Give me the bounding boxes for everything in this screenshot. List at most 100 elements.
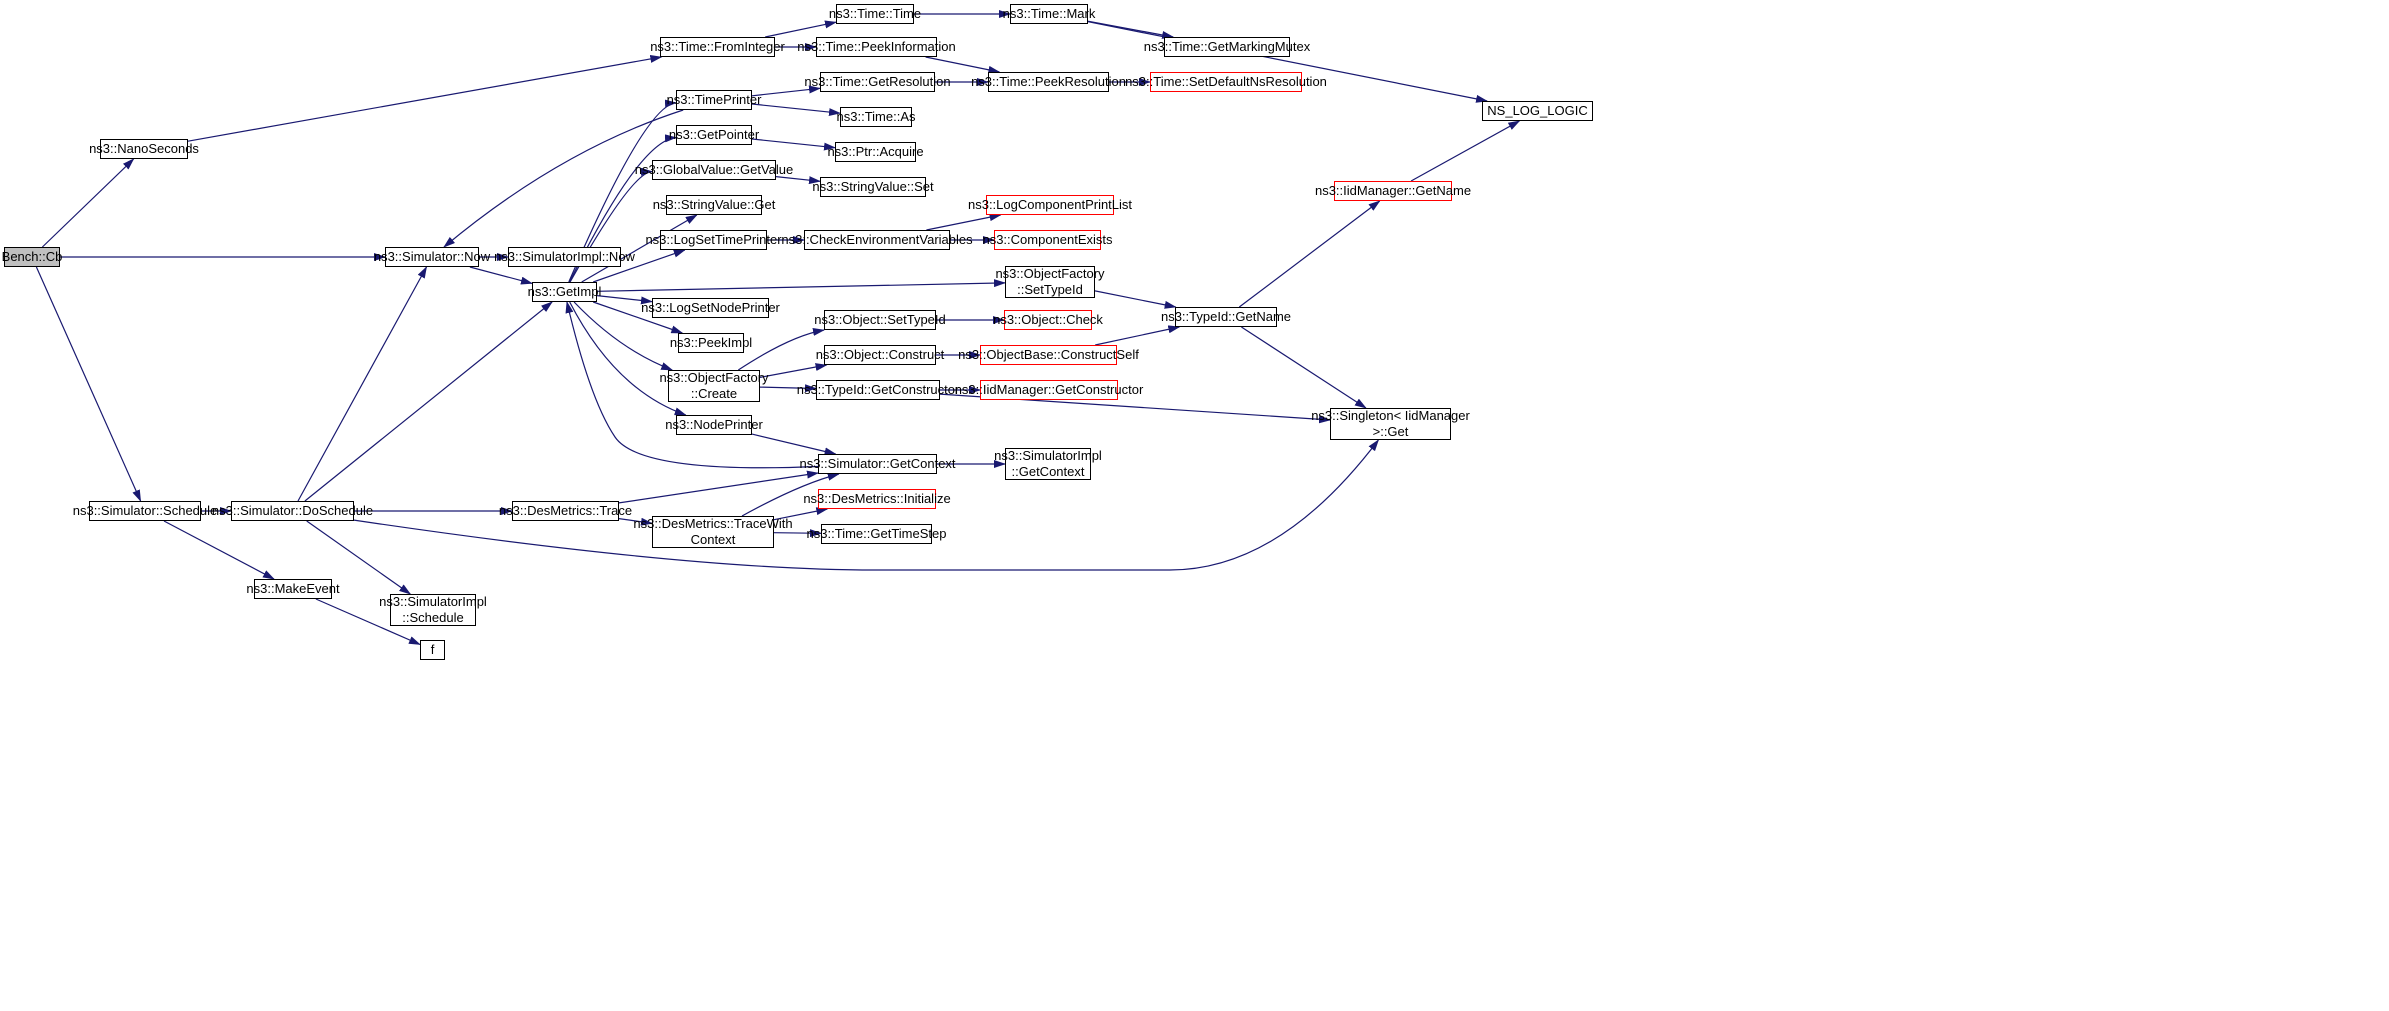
node-time-mark[interactable]: ns3::Time::Mark bbox=[1003, 4, 1095, 24]
node-label: Bench::Cb bbox=[1, 249, 63, 264]
node-timeprinter[interactable]: ns3::TimePrinter bbox=[667, 90, 761, 110]
node-label: ns3::Time::Time bbox=[828, 6, 922, 21]
node-typeid-getname[interactable]: ns3::TypeId::GetName bbox=[1161, 307, 1291, 327]
node-label: >::Get bbox=[1372, 424, 1409, 439]
node-object-check[interactable]: ns3::Object::Check bbox=[993, 310, 1103, 330]
node-time-gettimestep[interactable]: ns3::Time::GetTimeStep bbox=[807, 524, 946, 544]
edge-timeprinter-to-sim-now bbox=[443, 109, 684, 248]
edge-sim-schedule-to-makeevent bbox=[163, 520, 275, 580]
node-checkenvvars[interactable]: ns3::CheckEnvironmentVariables bbox=[781, 230, 973, 250]
node-label: ::SetTypeId bbox=[1017, 282, 1083, 297]
node-desmetrics-trace[interactable]: ns3::DesMetrics::Trace bbox=[499, 501, 632, 521]
node-logsettimeprinter[interactable]: ns3::LogSetTimePrinter bbox=[645, 230, 782, 250]
node-time-peekresolution[interactable]: ns3::Time::PeekResolution bbox=[971, 72, 1126, 92]
edge-objfactory-create-to-object-settypeid bbox=[737, 327, 825, 371]
node-logcomponentprintlist[interactable]: ns3::LogComponentPrintList bbox=[968, 195, 1132, 215]
node-nanoseconds[interactable]: ns3::NanoSeconds bbox=[89, 139, 199, 159]
node-label: ns3::ObjectFactory bbox=[659, 370, 769, 385]
edge-checkenvvars-to-logcomponentprintlist bbox=[926, 213, 1002, 231]
edge-desmetrics-tracewithcontext-to-sim-getcontext bbox=[741, 472, 840, 517]
node-componentexists[interactable]: ns3::ComponentExists bbox=[982, 230, 1113, 250]
node-ptr-acquire[interactable]: ns3::Ptr::Acquire bbox=[827, 142, 924, 162]
node-time-setdefaultnsresolution[interactable]: ns3::Time::SetDefaultNsResolution bbox=[1125, 72, 1327, 92]
node-label: ns3::SimulatorImpl::Now bbox=[494, 249, 635, 264]
node-makeevent[interactable]: ns3::MakeEvent bbox=[246, 579, 340, 599]
node-desmetrics-initialize[interactable]: ns3::DesMetrics::Initialize bbox=[803, 489, 951, 509]
edge-getimpl-to-timeprinter bbox=[568, 99, 677, 283]
node-label: ns3::Time::GetMarkingMutex bbox=[1143, 39, 1311, 54]
node-label: ns3::Time::GetResolution bbox=[804, 74, 951, 89]
node-objfactory-create[interactable]: ns3::ObjectFactory::Create bbox=[659, 370, 769, 402]
node-label: ns3::Simulator::Now bbox=[373, 249, 491, 264]
edge-desmetrics-trace-to-sim-getcontext bbox=[618, 470, 819, 504]
edge-getimpl-to-peekimpl bbox=[593, 301, 684, 334]
node-label: ns3::TypeId::GetConstructor bbox=[796, 382, 960, 397]
edge-bench-cb-to-nanoseconds bbox=[41, 158, 135, 248]
node-label: ns3::Time::GetTimeStep bbox=[806, 526, 947, 541]
node-getpointer[interactable]: ns3::GetPointer bbox=[669, 125, 759, 145]
node-ns-log-logic[interactable]: NS_LOG_LOGIC bbox=[1482, 101, 1593, 121]
node-simimpl-getcontext[interactable]: ns3::SimulatorImpl::GetContext bbox=[994, 448, 1102, 480]
node-label: ns3::SimulatorImpl bbox=[379, 594, 487, 609]
node-label: ns3::LogSetNodePrinter bbox=[641, 300, 780, 315]
node-label: NS_LOG_LOGIC bbox=[1487, 103, 1588, 118]
node-time-time[interactable]: ns3::Time::Time bbox=[829, 4, 921, 24]
node-simimpl-now[interactable]: ns3::SimulatorImpl::Now bbox=[494, 247, 635, 267]
node-time-peekinformation[interactable]: ns3::Time::PeekInformation bbox=[797, 37, 956, 57]
node-logsetnodeprinter[interactable]: ns3::LogSetNodePrinter bbox=[641, 298, 780, 318]
edge-sim-doschedule-to-simimpl-schedule bbox=[306, 520, 412, 595]
edge-getimpl-to-objfactory-create bbox=[573, 301, 674, 371]
edge-getimpl-to-objfactory-settypeid bbox=[596, 279, 1006, 292]
edge-sim-doschedule-to-sim-now bbox=[297, 266, 428, 502]
node-objfactory-settypeid[interactable]: ns3::ObjectFactory::SetTypeId bbox=[995, 266, 1105, 298]
node-label: ns3::Object::Construct bbox=[815, 347, 945, 362]
node-sim-schedule[interactable]: ns3::Simulator::Schedule bbox=[73, 501, 217, 521]
node-object-construct[interactable]: ns3::Object::Construct bbox=[816, 345, 944, 365]
node-time-as[interactable]: ns3::Time::As bbox=[837, 107, 916, 127]
node-sim-now[interactable]: ns3::Simulator::Now bbox=[374, 247, 490, 267]
node-getimpl[interactable]: ns3::GetImpl bbox=[528, 282, 601, 302]
node-label: ns3::DesMetrics::TraceWith bbox=[633, 516, 793, 531]
node-time-getmarkingmutex[interactable]: ns3::Time::GetMarkingMutex bbox=[1144, 37, 1310, 57]
node-stringvalue-get[interactable]: ns3::StringValue::Get bbox=[653, 195, 775, 215]
edge-time-mark-to-time-getmarkingmutex bbox=[1087, 20, 1175, 39]
node-label: ns3::Simulator::Schedule bbox=[72, 503, 218, 518]
node-label: ns3::NanoSeconds bbox=[89, 141, 199, 156]
node-iidmanager-getconstructor[interactable]: ns3::IidManager::GetConstructor bbox=[955, 380, 1143, 400]
edge-objfactory-create-to-object-construct bbox=[759, 363, 828, 378]
node-iidmanager-getname[interactable]: ns3::IidManager::GetName bbox=[1315, 181, 1471, 201]
edge-getimpl-to-logsetnodeprinter bbox=[596, 295, 653, 305]
node-label: Context bbox=[690, 532, 736, 547]
edge-getpointer-to-ptr-acquire bbox=[751, 138, 836, 151]
node-typeid-getconstructor[interactable]: ns3::TypeId::GetConstructor bbox=[797, 380, 959, 400]
node-time-getresolution[interactable]: ns3::Time::GetResolution bbox=[804, 72, 951, 92]
edge-getimpl-to-logsettimeprinter bbox=[593, 249, 686, 283]
edge-sim-doschedule-to-getimpl bbox=[304, 301, 553, 502]
node-sim-getcontext[interactable]: ns3::Simulator::GetContext bbox=[799, 454, 956, 474]
node-nodeprinter[interactable]: ns3::NodePrinter bbox=[665, 415, 763, 435]
node-label: ns3::Time::SetDefaultNsResolution bbox=[1125, 74, 1327, 89]
node-stringvalue-set[interactable]: ns3::StringValue::Set bbox=[812, 177, 934, 197]
edge-objfactory-settypeid-to-typeid-getname bbox=[1094, 290, 1177, 309]
edge-desmetrics-tracewithcontext-to-time-gettimestep bbox=[773, 529, 822, 538]
node-sim-doschedule[interactable]: ns3::Simulator::DoSchedule bbox=[212, 501, 373, 521]
node-singleton-get[interactable]: ns3::Singleton< IidManager >::Get bbox=[1311, 408, 1470, 440]
node-time-frominteger[interactable]: ns3::Time::FromInteger bbox=[650, 37, 785, 57]
node-label: ns3::CheckEnvironmentVariables bbox=[781, 232, 973, 247]
node-simimpl-schedule[interactable]: ns3::SimulatorImpl::Schedule bbox=[379, 594, 487, 626]
node-peekimpl[interactable]: ns3::PeekImpl bbox=[670, 333, 752, 353]
edge-getimpl-to-stringvalue-get bbox=[581, 214, 698, 283]
node-f[interactable]: f bbox=[420, 640, 445, 660]
node-label: ns3::Time::PeekResolution bbox=[971, 74, 1126, 89]
node-globalvalue-getvalue[interactable]: ns3::GlobalValue::GetValue bbox=[635, 160, 793, 180]
edge-sim-now-to-getimpl bbox=[469, 266, 533, 285]
node-label: ns3::Object::SetTypeId bbox=[814, 312, 946, 327]
edge-sim-doschedule-to-singleton-get bbox=[353, 439, 1380, 571]
node-label: ns3::GlobalValue::GetValue bbox=[634, 162, 794, 177]
node-object-settypeid[interactable]: ns3::Object::SetTypeId bbox=[814, 310, 946, 330]
node-objectbase-constructself[interactable]: ns3::ObjectBase::ConstructSelf bbox=[958, 345, 1139, 365]
node-label: ns3::ObjectBase::ConstructSelf bbox=[958, 347, 1139, 362]
node-label: ns3::MakeEvent bbox=[246, 581, 340, 596]
